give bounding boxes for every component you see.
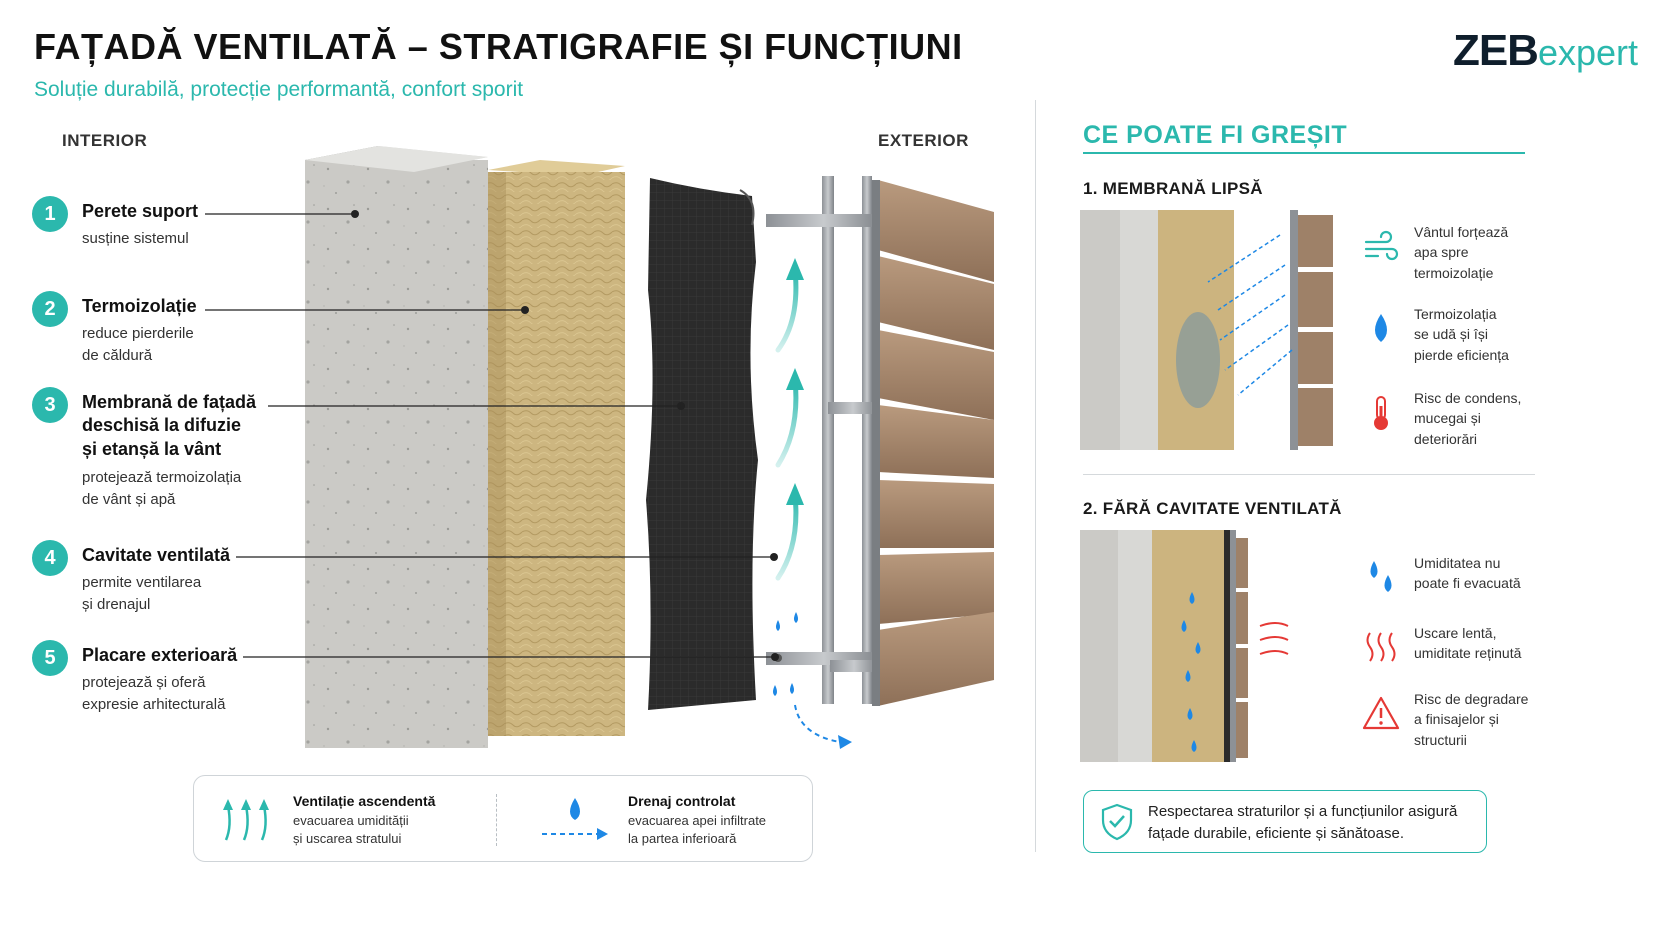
layer-number-badge: 3 [32,387,68,423]
issue-slow-drying: Uscare lentă, umiditate reținută [1362,623,1542,683]
layer-5-cladding: 5 Placare exterioară protejează și oferă… [32,640,332,720]
page-subtitle: Soluție durabilă, protecție performantă,… [34,78,524,101]
layer-description: susține sistemul [82,230,189,247]
legend-ventilation: Ventilație ascendentă evacuarea umidităț… [194,776,494,863]
issue-no-evacuation: Umiditatea nu poate fi evacuată [1362,553,1542,613]
layer-title: Membrană de fațadă deschisă la difuzie ș… [82,392,257,459]
heat-waves-icon [1366,632,1396,662]
issue-text: Risc de condens, mucegai și deteriorări [1414,390,1522,447]
issue-text: Risc de degradare a finisajelor și struc… [1414,691,1529,748]
layer-description: reduce pierderile de căldură [82,325,194,364]
summary-note-text: Respectarea straturilor și a funcțiunilo… [1148,803,1458,842]
shield-check-icon [1101,803,1133,841]
layer-1-support-wall: 1 Perete suport susține sistemul [32,196,332,256]
warning-icon [1362,696,1400,730]
issue-text: Vântul forțează apa spre termoizolație [1414,224,1509,281]
issue-wind: Vântul forțează apa spre termoizolație [1362,222,1542,282]
legend-ventilation-title: Ventilație ascendentă [293,793,436,809]
issue-wet-insulation: Termoizolația se udă și își pierde efici… [1362,304,1542,364]
missing-membrane-illustration [1080,210,1333,450]
exterior-label: EXTERIOR [878,131,969,150]
layer-3-membrane: 3 Membrană de fațadă deschisă la difuzie… [32,387,332,517]
section-divider [1083,474,1535,475]
drops-icon [1370,561,1392,592]
issue-text: Umiditatea nu poate fi evacuată [1414,555,1521,592]
layer-4-ventilated-cavity: 4 Cavitate ventilată permite ventilarea … [32,540,332,620]
water-drop-icon [1375,314,1387,342]
facade-layers-illustration [205,146,994,749]
leader-lines [205,213,775,658]
layer-title: Perete suport [82,201,199,221]
layer-description: protejează termoizolația de vânt și apă [82,469,242,508]
page-title: FAȚADĂ VENTILATĂ – STRATIGRAFIE ȘI FUNCȚ… [34,26,963,67]
brand-logo[interactable]: ZEB expert [1453,26,1638,76]
issue-text: Termoizolația se udă și își pierde efici… [1414,306,1509,363]
section-no-cavity-title: 2. FĂRĂ CAVITATE VENTILATĂ [1083,499,1342,518]
section-missing-membrane-title: 1. MEMBRANĂ LIPSĂ [1083,179,1263,198]
mineral-wool-insulation [488,160,625,736]
legend-ventilation-desc: evacuarea umidității și uscarea stratulu… [293,813,409,847]
issue-condensation: Risc de condens, mucegai și deteriorări [1362,388,1542,448]
layer-number-badge: 2 [32,291,68,327]
facade-membrane [646,178,758,710]
metal-substructure [766,176,888,704]
thermometer-icon [1374,396,1388,430]
layer-title: Termoizolație [82,296,197,316]
logo-zeb: ZEB [1452,26,1539,75]
layer-title: Placare exterioară [82,645,238,665]
layer-title: Cavitate ventilată [82,545,231,565]
drainage-drops [773,612,852,749]
legend-box: Ventilație ascendentă evacuarea umidităț… [193,775,813,862]
issue-text: Uscare lentă, umiditate reținută [1414,625,1522,662]
airflow-arrows [775,258,804,581]
legend-divider [496,794,497,846]
legend-drainage-title: Drenaj controlat [628,793,736,809]
title-underline [1083,152,1525,154]
layer-number-badge: 1 [32,196,68,232]
concrete-wall [305,146,488,748]
legend-drainage: Drenaj controlat evacuarea apei infiltra… [504,776,804,863]
wind-icon [1364,230,1399,261]
issue-degradation: Risc de degradare a finisajelor și struc… [1362,689,1542,749]
no-cavity-illustration [1080,530,1289,762]
wood-cladding [872,180,994,706]
drainage-icon [542,798,608,840]
legend-drainage-desc: evacuarea apei infiltrate la partea infe… [628,813,767,847]
logo-expert: expert [1537,32,1638,73]
interior-label: INTERIOR [62,131,148,150]
leader-dots [351,210,779,661]
summary-note: Respectarea straturilor și a funcțiunilo… [1083,790,1487,853]
layer-description: protejează și oferă expresie arhitectura… [82,674,226,713]
layer-number-badge: 5 [32,640,68,676]
ventilation-arrows-icon [223,799,269,841]
layer-description: permite ventilarea și drenajul [82,574,202,613]
mistakes-panel-title: CE POATE FI GREȘIT [1083,121,1348,149]
layer-number-badge: 4 [32,540,68,576]
layer-2-insulation: 2 Termoizolație reduce pierderile de căl… [32,291,332,371]
panel-divider [1035,100,1036,852]
